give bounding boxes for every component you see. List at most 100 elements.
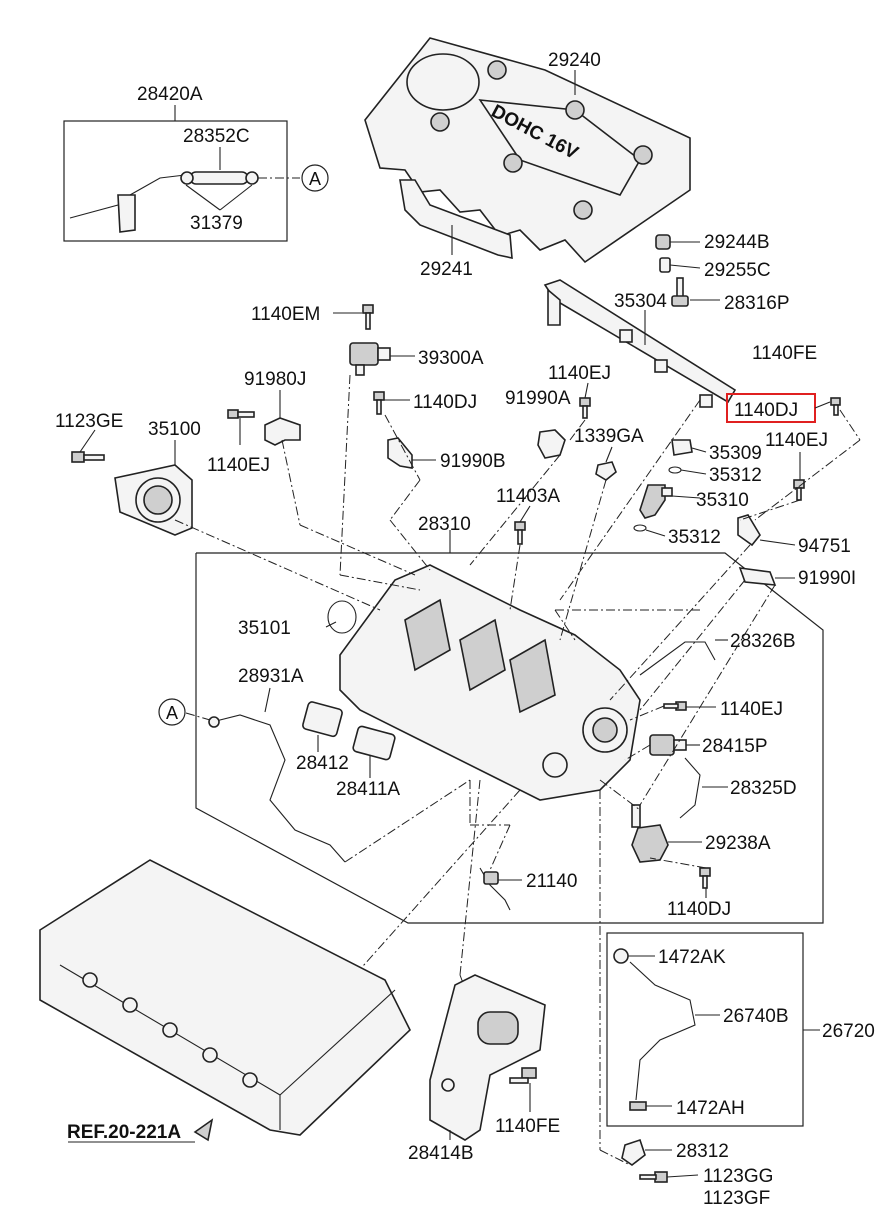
label-28310: 28310 xyxy=(418,514,471,535)
part-labels: 29240 28420A 28352C 31379 29241 29244B 2… xyxy=(55,50,875,1209)
bolt-1140DJ-b xyxy=(699,867,711,889)
label-29244B: 29244B xyxy=(704,232,770,253)
gasket-28411A xyxy=(352,725,396,761)
bolt-1140DJ-highlight xyxy=(830,397,841,416)
hose-28326B xyxy=(639,641,716,676)
label-35309: 35309 xyxy=(709,443,762,464)
label-91990A: 91990A xyxy=(505,388,571,409)
spacer xyxy=(659,257,671,273)
label-91990I: 91990I xyxy=(798,568,856,589)
label-1140DJ-highlight: 1140DJ xyxy=(734,400,798,421)
label-28316P: 28316P xyxy=(724,293,790,314)
label-35310: 35310 xyxy=(696,490,749,511)
engine-cover: DOHC 16V xyxy=(364,37,691,264)
label-1140EM: 1140EM xyxy=(251,304,320,325)
bracket-91990I xyxy=(738,567,777,586)
bolt-1140DJ-a xyxy=(373,391,385,415)
injector-clip-35309 xyxy=(671,439,693,456)
bolt-1123GE xyxy=(71,451,105,463)
reference-label: REF.20-221A xyxy=(67,1122,181,1143)
bolt-1123GG xyxy=(639,1171,668,1183)
label-1339GA: 1339GA xyxy=(574,426,644,447)
bolt-1140EJ-d xyxy=(663,701,687,711)
label-28326B: 28326B xyxy=(730,631,796,652)
label-35101: 35101 xyxy=(238,618,291,639)
part-21140 xyxy=(479,867,511,911)
map-sensor xyxy=(349,342,391,376)
label-11403A: 11403A xyxy=(496,486,560,507)
label-28415P: 28415P xyxy=(702,736,768,757)
callout-a-bottom xyxy=(158,698,186,726)
grommet xyxy=(655,234,671,250)
label-1123GF: 1123GF xyxy=(703,1188,770,1209)
fitting-28312 xyxy=(621,1138,646,1166)
bracket-91990B xyxy=(387,437,413,469)
cylinder-head xyxy=(39,859,411,1136)
sensor-bolt xyxy=(362,304,374,330)
vacuum-hose-assembly xyxy=(69,171,259,233)
callout-a-top-letter: A xyxy=(309,169,321,189)
label-28931A: 28931A xyxy=(238,666,304,687)
intake-manifold xyxy=(339,564,641,801)
bolt-11403A xyxy=(514,521,526,545)
label-26720: 26720 xyxy=(822,1021,875,1042)
label-26740B: 26740B xyxy=(723,1006,789,1027)
cover-bolt xyxy=(671,277,689,307)
bracket-91980J xyxy=(264,417,301,446)
bolt-1140EJ-c xyxy=(793,479,805,501)
o-ring-lower xyxy=(633,524,647,532)
throttle-body xyxy=(114,464,193,536)
label-1140FE-bottom: 1140FE xyxy=(495,1116,560,1137)
label-1472AH: 1472AH xyxy=(676,1098,745,1119)
manifold-group-outline xyxy=(195,552,824,924)
label-28412: 28412 xyxy=(296,753,349,774)
fuel-rail xyxy=(543,279,737,408)
label-1140DJ-b: 1140DJ xyxy=(667,899,731,920)
nut-1339GA xyxy=(595,461,617,481)
label-91980J: 91980J xyxy=(244,369,306,390)
label-31379: 31379 xyxy=(190,213,243,234)
label-28414B: 28414B xyxy=(408,1143,474,1164)
label-1140DJ-a: 1140DJ xyxy=(413,392,477,413)
callout-a-top xyxy=(301,164,329,192)
actuator-29238A xyxy=(631,804,669,863)
bolt-1140EJ-a xyxy=(579,397,591,419)
o-ring-upper xyxy=(668,466,682,474)
label-1140EJ-b: 1140EJ xyxy=(207,455,270,476)
callout-a-bottom-letter: A xyxy=(166,703,178,723)
label-29255C: 29255C xyxy=(704,260,771,281)
label-35100: 35100 xyxy=(148,419,201,440)
pcv-hose-28931A xyxy=(208,714,346,863)
label-29238A: 29238A xyxy=(705,833,771,854)
label-35304: 35304 xyxy=(614,291,667,312)
label-28325D: 28325D xyxy=(730,778,797,799)
label-39300A: 39300A xyxy=(418,348,484,369)
label-28352C: 28352C xyxy=(183,126,250,147)
bracket-94751 xyxy=(737,514,761,547)
label-1140FE-top: 1140FE xyxy=(752,343,817,364)
label-1123GG: 1123GG xyxy=(703,1166,773,1187)
leader-lines xyxy=(174,374,861,1166)
hose-28325D xyxy=(679,757,701,819)
bolt-1140FE-bottom xyxy=(509,1067,537,1084)
fuel-injector xyxy=(639,484,673,519)
cover-bracket xyxy=(399,179,513,260)
label-21140: 21140 xyxy=(526,871,577,892)
label-35312-b: 35312 xyxy=(668,527,721,548)
bolt-1140EJ-b xyxy=(227,409,255,419)
bracket-91990A xyxy=(537,429,566,459)
label-1123GE: 1123GE xyxy=(55,411,123,432)
label-1140EJ-a: 1140EJ xyxy=(548,363,611,384)
gasket-28412 xyxy=(302,701,343,738)
label-29241: 29241 xyxy=(420,259,473,280)
label-28411A: 28411A xyxy=(336,779,400,800)
label-29240: 29240 xyxy=(548,50,601,71)
bracket-28414B xyxy=(429,974,546,1141)
valve-28415P xyxy=(649,734,687,756)
label-91990B: 91990B xyxy=(440,451,506,472)
label-35312-a: 35312 xyxy=(709,465,762,486)
label-1140EJ-d: 1140EJ xyxy=(720,699,783,720)
label-1472AK: 1472AK xyxy=(658,947,726,968)
gasket-35101 xyxy=(327,600,357,634)
